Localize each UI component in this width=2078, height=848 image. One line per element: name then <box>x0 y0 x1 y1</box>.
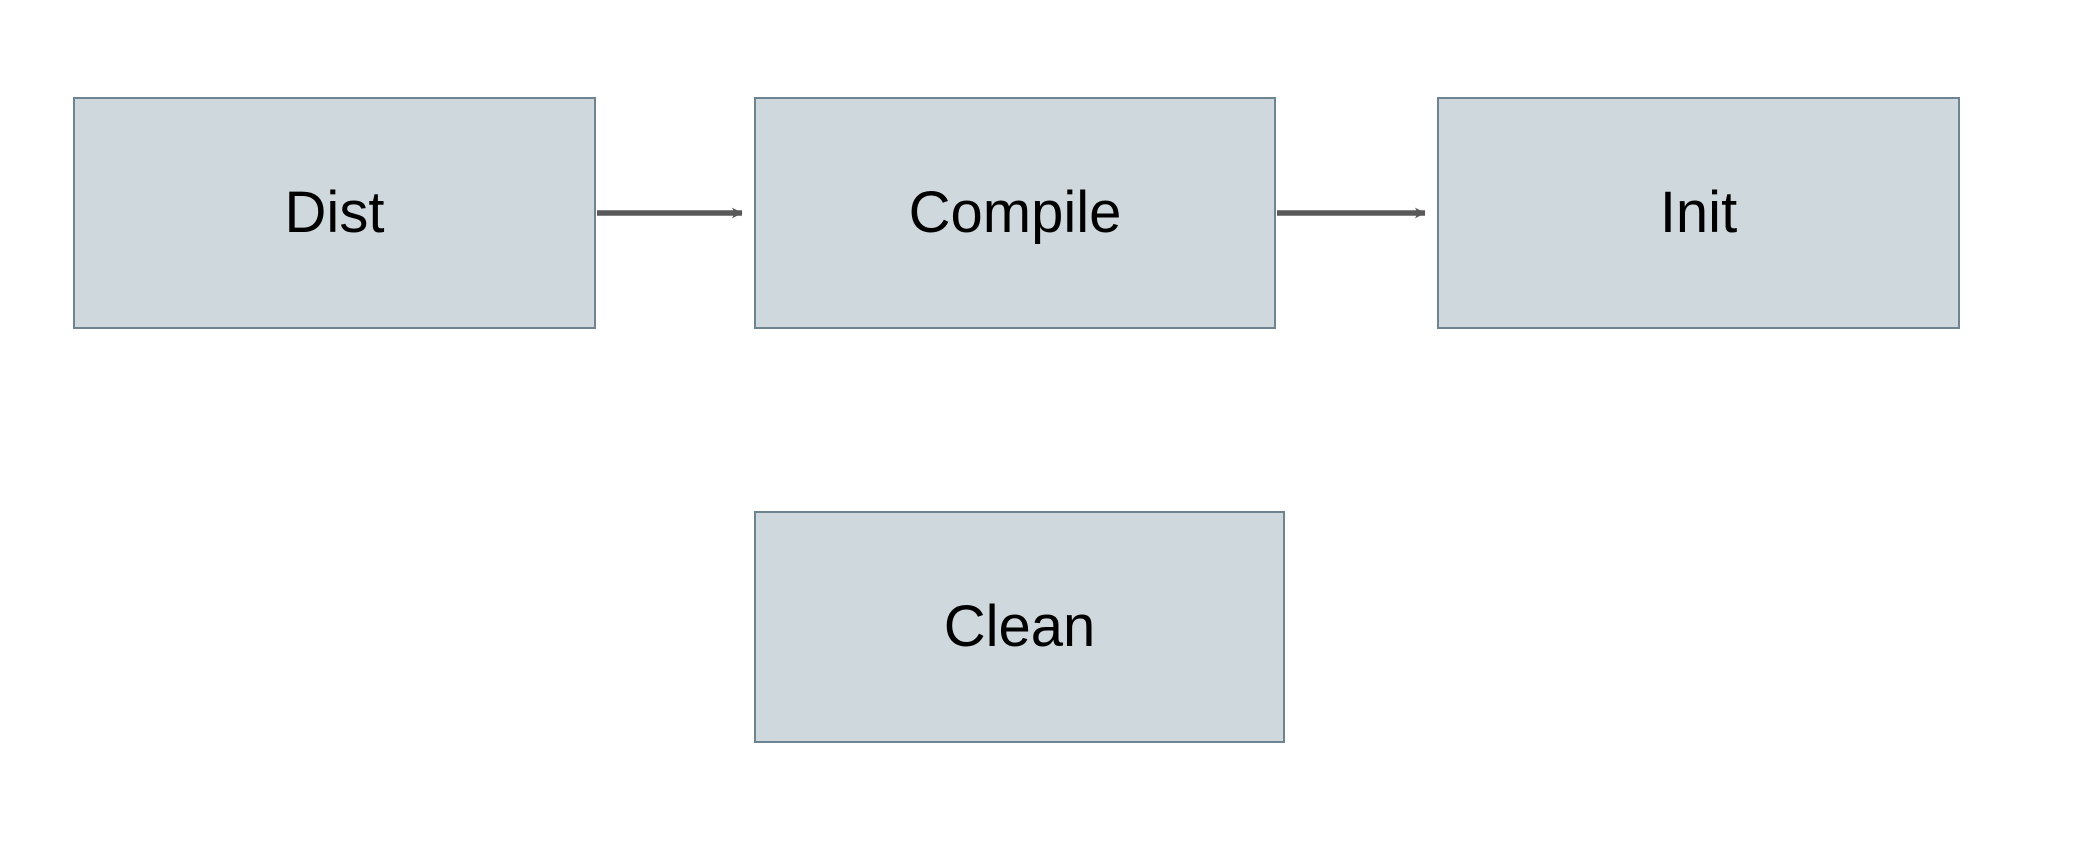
node-init-label: Init <box>1659 180 1738 245</box>
node-clean[interactable]: Clean <box>754 511 1285 743</box>
node-init[interactable]: Init <box>1437 97 1960 329</box>
node-dist-label: Dist <box>284 180 385 245</box>
node-dist[interactable]: Dist <box>73 97 596 329</box>
node-compile-label: Compile <box>908 180 1122 245</box>
node-clean-label: Clean <box>943 594 1096 659</box>
node-compile[interactable]: Compile <box>754 97 1276 329</box>
